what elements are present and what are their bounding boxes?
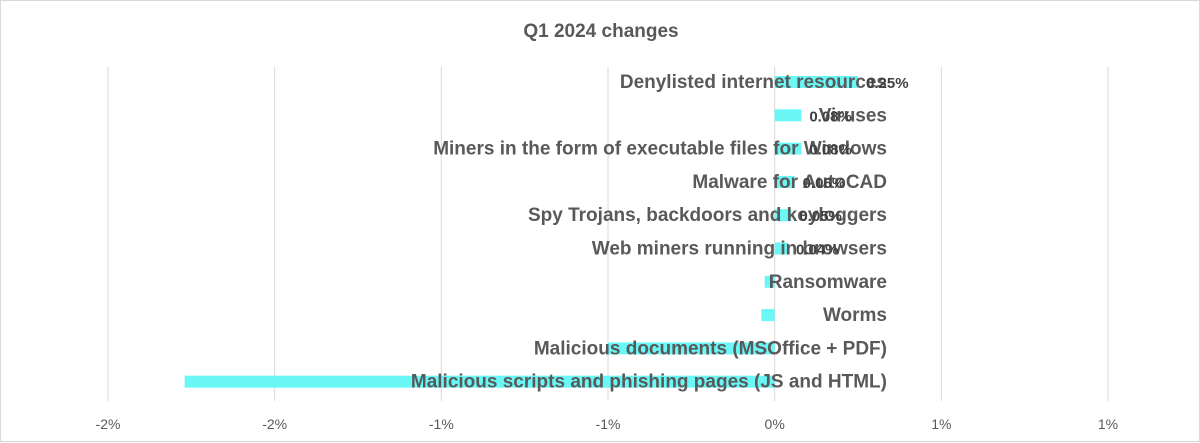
- category-label: Malicious documents (MSOffice + PDF): [534, 338, 887, 359]
- x-tick-label: -1%: [429, 416, 454, 432]
- category-label: Worms: [823, 305, 887, 326]
- data-label: 0.08%: [809, 108, 852, 125]
- data-labels: 0.25% 0.08% 0.08% 0.06% 0.05% 0.04%: [796, 75, 909, 259]
- bar: [774, 142, 802, 155]
- category-label: Web miners running in browsers: [592, 239, 887, 260]
- data-label: 0.25%: [866, 75, 909, 92]
- bar: [774, 242, 788, 255]
- category-label: Spy Trojans, backdoors and keyloggers: [528, 205, 887, 226]
- data-label: 0.08%: [809, 142, 852, 159]
- x-tick-label: -2%: [262, 416, 287, 432]
- gridlines: [107, 67, 1109, 401]
- x-tick-label: 1%: [1098, 416, 1118, 432]
- category-label: Malware for AutoCAD: [692, 172, 887, 193]
- bar: [774, 175, 795, 188]
- data-label: 0.06%: [803, 175, 846, 192]
- data-label: 0.05%: [799, 208, 842, 225]
- category-label: Denylisted internet resources: [620, 72, 887, 93]
- category-labels: Denylisted internet resourcesVirusesMine…: [411, 72, 887, 393]
- x-tick-label: 1%: [931, 416, 951, 432]
- x-axis-ticks: -2% -2% -1% -1% 0% 1% 1%: [96, 416, 1119, 432]
- x-tick-label: 0%: [765, 416, 785, 432]
- bar: [774, 109, 802, 122]
- x-tick-label: -2%: [96, 416, 121, 432]
- bar: [764, 275, 775, 288]
- bars: [184, 76, 858, 388]
- category-label: Malicious scripts and phishing pages (JS…: [411, 372, 887, 393]
- chart-title: Q1 2024 changes: [523, 21, 678, 42]
- bar: [184, 375, 775, 388]
- bar: [761, 309, 775, 322]
- data-label: 0.04%: [796, 242, 839, 259]
- x-tick-label: -1%: [596, 416, 621, 432]
- category-label: Viruses: [819, 105, 887, 126]
- bar: [774, 209, 792, 222]
- category-label: Ransomware: [769, 272, 887, 293]
- bar: [774, 76, 858, 88]
- category-label: Miners in the form of executable files f…: [433, 139, 887, 160]
- bar: [608, 342, 775, 355]
